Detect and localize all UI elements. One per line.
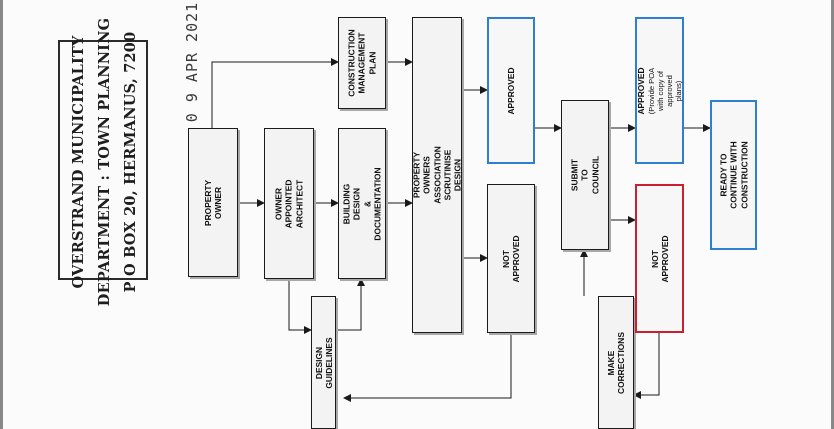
node-approved-council-note: (Provide POA with copy of approved plans… bbox=[646, 67, 683, 114]
node-not-approved-poa-label: NOT APPROVED bbox=[500, 234, 521, 282]
right-frame-border bbox=[831, 0, 834, 429]
node-poa-scrutinise: PROPERTY OWNERS ASSOCIATION SCRUTINISE D… bbox=[411, 17, 463, 333]
node-submit-council-label: SUBMIT TO COUNCIL bbox=[569, 155, 601, 195]
node-poa-scrutinise-label: PROPERTY OWNERS ASSOCIATION SCRUTINISE D… bbox=[411, 146, 463, 204]
node-not-approved-poa: NOT APPROVED bbox=[487, 184, 535, 333]
node-design-guidelines: DESIGN GUIDELINES bbox=[311, 296, 336, 429]
node-construction-plan: CONSTRUCTION MANAGEMENT PLAN bbox=[338, 17, 386, 109]
node-make-corrections: MAKE CORRECTIONS bbox=[598, 296, 634, 429]
node-owner-architect: OWNER APPOINTED ARCHITECT bbox=[264, 128, 314, 279]
arrow-guidelines-to-building bbox=[336, 278, 365, 331]
node-submit-council: SUBMIT TO COUNCIL bbox=[561, 100, 609, 250]
node-not-approved-council: NOT APPROVED bbox=[635, 184, 684, 333]
node-make-corrections-label: MAKE CORRECTIONS bbox=[605, 331, 626, 394]
node-property-owner: PROPERTY OWNER bbox=[188, 128, 238, 277]
node-ready-construction-label: READY TO CONTINUE WITH CONSTRUCTION bbox=[718, 141, 749, 209]
node-approved-council-label: APPROVED (Provide POA with copy of appro… bbox=[626, 67, 694, 114]
arrow-architect-to-guidelines bbox=[288, 279, 312, 334]
node-ready-construction: READY TO CONTINUE WITH CONSTRUCTION bbox=[710, 100, 757, 250]
arrow-not-approved-to-corrections bbox=[633, 333, 660, 399]
node-approved-poa-label: APPROVED bbox=[505, 66, 516, 115]
node-approved-poa: APPROVED bbox=[487, 17, 535, 164]
municipality-stamp: OVERSTRAND MUNICIPALITY DEPARTMENT : TOW… bbox=[58, 18, 148, 306]
arrow-not-approved-to-guidelines bbox=[343, 333, 512, 402]
node-owner-architect-label: OWNER APPOINTED ARCHITECT bbox=[273, 179, 305, 228]
node-design-guidelines-label: DESIGN GUIDELINES bbox=[313, 336, 334, 389]
node-building-design: BUILDING DESIGN & DOCUMENTATION bbox=[338, 128, 386, 279]
node-approved-council-title: APPROVED bbox=[635, 66, 646, 115]
arrow-owner-to-construction-plan bbox=[211, 58, 339, 128]
left-frame-border bbox=[0, 0, 3, 429]
node-construction-plan-label: CONSTRUCTION MANAGEMENT PLAN bbox=[346, 29, 378, 97]
node-building-design-label: BUILDING DESIGN & DOCUMENTATION bbox=[341, 166, 383, 241]
node-not-approved-council-label: NOT APPROVED bbox=[649, 234, 670, 282]
node-property-owner-label: PROPERTY OWNER bbox=[202, 179, 223, 226]
node-approved-council: APPROVED (Provide POA with copy of appro… bbox=[635, 17, 684, 164]
